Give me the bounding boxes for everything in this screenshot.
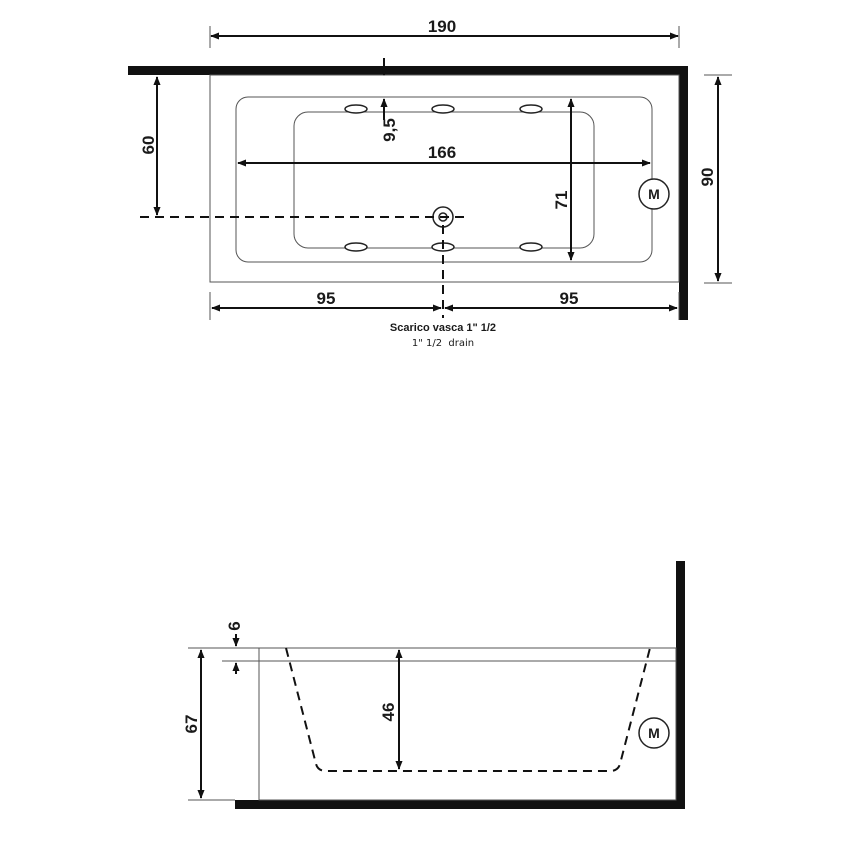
floor	[235, 800, 685, 809]
dimension-jet-offset: 9,5	[380, 118, 399, 142]
dimension-inner-width: 71	[552, 191, 571, 210]
tub-outer-outline	[209, 74, 680, 283]
dimension-basin-depth: 46	[379, 703, 398, 722]
jet-icon	[519, 242, 543, 252]
side-view: M 67 6 46	[182, 561, 685, 809]
top-view: M 190 60 90 166 71 9,5	[128, 17, 732, 349]
dimension-drain-offset: 60	[139, 136, 158, 155]
jet-icon	[431, 104, 455, 114]
dimension-overall-length: 190	[428, 17, 456, 36]
dimension-left-to-drain: 95	[317, 289, 336, 308]
side-wall	[676, 561, 685, 809]
dimension-inner-length: 166	[428, 143, 456, 162]
drain-caption: Scarico vasca 1" 1/2	[390, 322, 496, 334]
motor-label: M	[648, 186, 660, 202]
motor-label: M	[648, 725, 660, 741]
right-wall	[679, 66, 688, 320]
top-wall	[128, 66, 688, 75]
dimension-rim-thickness: 6	[225, 621, 244, 630]
jet-icon	[344, 242, 368, 252]
tub-rim-outline	[235, 96, 653, 263]
basin-hidden-outline	[285, 647, 651, 772]
dimension-total-height: 67	[182, 715, 201, 734]
jet-icon	[519, 104, 543, 114]
drain-caption-english: 1" 1/2 drain	[412, 338, 474, 349]
tub-side-outline	[258, 647, 677, 801]
motor-icon: M	[638, 717, 670, 749]
dimension-drain-to-right: 95	[560, 289, 579, 308]
dimension-overall-width: 90	[698, 168, 717, 187]
hydromassage-jets	[344, 104, 543, 252]
jet-icon	[344, 104, 368, 114]
motor-icon: M	[638, 178, 670, 210]
